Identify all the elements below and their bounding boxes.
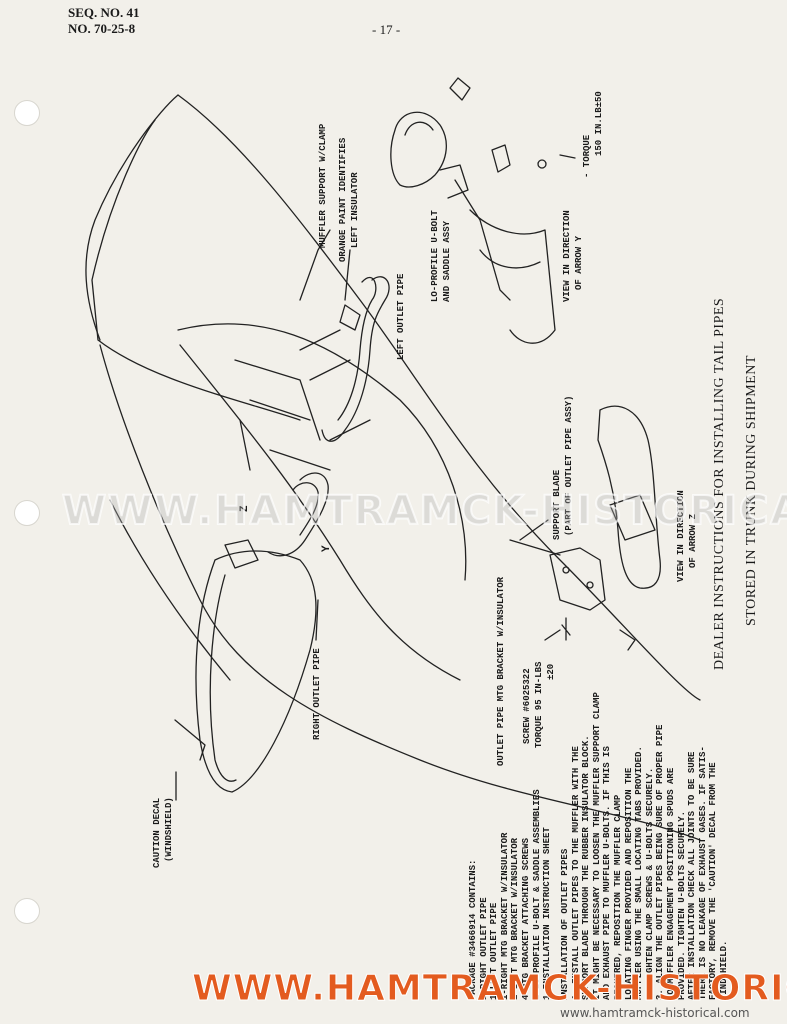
instruction-line: IT MIGHT BE NECESSARY TO LOOSEN THE MUFF… (591, 692, 602, 1000)
callout-left-outlet-pipe: LEFT OUTLET PIPE (396, 273, 406, 360)
instruction-line: PROVIDED. TIGHTEN U-BOLTS SECURELY. (676, 810, 687, 1000)
sequence-number: SEQ. NO. 41 (68, 5, 140, 20)
tail-pipe-detail-z (597, 405, 661, 589)
callout-screw-line1: SCREW #6025322 (522, 668, 532, 744)
instructions-heading: INSTALLATION OF OUTLET PIPES (560, 848, 570, 1000)
instruction-line: 3. ALIGN THE OUTLET PIPES BEING SURE OF … (655, 724, 666, 1000)
instruction-line: AFTER INSTALLATION CHECK ALL JOINTS TO B… (687, 751, 698, 1000)
right-outlet-pipe (267, 472, 329, 557)
rear-window (195, 550, 317, 793)
tail-pipe-detail-y (390, 111, 447, 188)
left-outlet-pipe (321, 276, 390, 442)
trunk-opening (177, 323, 467, 581)
callout-caution-decal-line1: CAUTION DECAL (152, 797, 162, 868)
callout-muffler-support: MUFFLER SUPPORT W/CLAMP (318, 123, 328, 248)
callout-right-outlet-pipe: RIGHT OUTLET PIPE (312, 648, 322, 740)
instruction-line: 2. TIGHTEN CLAMP SCREWS & U-BOLTS SECURE… (644, 767, 655, 1000)
instruction-line: 1. INSTALL OUTLET PIPES TO THE MUFFLER W… (570, 746, 581, 1000)
car-rear-deck (91, 119, 301, 421)
installation-instructions: INSTALLATION OF OUTLET PIPES 1. INSTALL … (560, 692, 730, 1000)
rear-lower-edge (109, 499, 231, 681)
instruction-line: WINDSHIELD. (718, 940, 729, 1000)
callout-caution-decal-line2: (WINDSHIELD) (164, 797, 174, 862)
instruction-line: AND EXHAUST PIPE TO MUFFLER U-BOLTS. IF … (602, 746, 613, 1000)
instruction-line: THERE IS NO LEAKAGE OF EXHAUST GASES. IF… (697, 746, 708, 1000)
callout-screw-line2: TORQUE 95 IN-LBS (534, 661, 544, 748)
instruction-line: TO MUFFLER ENGAGEMENT POSITIONING SPUDS … (665, 767, 676, 1000)
instruction-line: MUFFLER USING THE SMALL LOCATING TABS PR… (634, 746, 645, 1000)
mounting-bracket (549, 547, 606, 611)
callout-lo-profile-line1: LO-PROFILE U-BOLT (430, 210, 440, 302)
callout-screw-line3: ±20 (546, 663, 556, 680)
arrow-y-label: Y (321, 545, 333, 552)
punch-hole-top (14, 100, 40, 126)
callout-outlet-bracket: OUTLET PIPE MTG BRACKET W/INSULATOR (496, 576, 506, 766)
callout-lo-profile-line2: AND SADDLE ASSY (442, 220, 452, 302)
document-title: DEALER INSTRUCTIONS FOR INSTALLING TAIL … (712, 297, 727, 670)
car-body-outline (177, 94, 701, 701)
instruction-line: REQUIRED, REPOSITION THE MUFFLER CLAMP (612, 794, 623, 1000)
page-number: - 17 - (372, 22, 401, 37)
watermark-bottom: WWW.HAMTRAMCK-HISTORICAL.COM (191, 968, 787, 1010)
callout-torque-line1: - TORQUE (582, 134, 592, 178)
instruction-line: LOCATING FINGER PROVIDED AND REPOSITION … (623, 767, 634, 1000)
callout-orange-paint-line2: LEFT INSULATOR (350, 172, 360, 248)
trunk-floor (179, 344, 461, 681)
callout-orange-paint-line1: ORANGE PAINT IDENTIFIES (338, 137, 348, 262)
punch-hole-middle (14, 500, 40, 526)
punch-hole-bottom (14, 898, 40, 924)
instruction-line: SUPPORT BLADE THROUGH THE RUBBER INSULAT… (581, 735, 592, 1000)
document-number: NO. 70-25-8 (68, 21, 136, 36)
instruction-line: FACTORY, REMOVE THE 'CAUTION' DECAL FROM… (708, 762, 719, 1000)
callout-view-y-line2: OF ARROW Y (574, 235, 584, 290)
callout-view-y-line1: VIEW IN DIRECTION (562, 210, 572, 302)
car-roof-line (85, 94, 179, 341)
callout-torque-line2: 150 IN.LB±50 (594, 91, 604, 156)
watermark-middle: WWW.HAMTRAMCK-HISTORICAL.COM (61, 487, 787, 535)
watermark-url: www.hamtramck-historical.com (560, 1006, 750, 1020)
